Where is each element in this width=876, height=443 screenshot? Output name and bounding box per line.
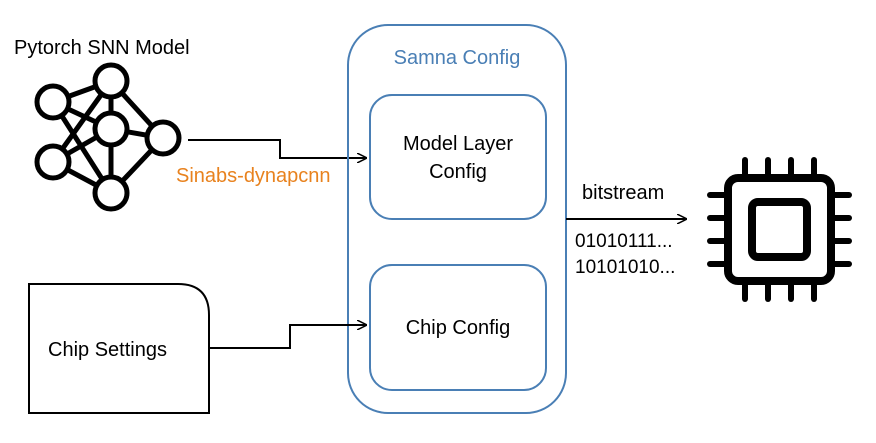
chip-settings-label: Chip Settings	[48, 339, 167, 361]
chip-config-label: Chip Config	[406, 317, 511, 339]
bitstream-label: bitstream	[582, 182, 664, 204]
bits-line1: 01010111...	[575, 231, 673, 252]
bits-line2: 10101010...	[575, 257, 675, 278]
microchip-icon	[707, 157, 852, 302]
neural-network-icon	[34, 62, 182, 212]
snn-to-model-arrow	[188, 139, 366, 158]
samna-config-title: Samna Config	[394, 47, 521, 69]
snn-model-label: Pytorch SNN Model	[14, 37, 190, 59]
chip-settings-box	[28, 283, 210, 414]
settings-to-chip-config-arrow	[209, 325, 366, 349]
converter-label: Sinabs-dynapcnn	[176, 165, 331, 187]
model-layer-label-line2: Config	[429, 161, 487, 183]
chip-config-box	[369, 264, 547, 391]
model-layer-config-box	[369, 94, 547, 220]
model-layer-label-line1: Model Layer	[403, 133, 513, 155]
